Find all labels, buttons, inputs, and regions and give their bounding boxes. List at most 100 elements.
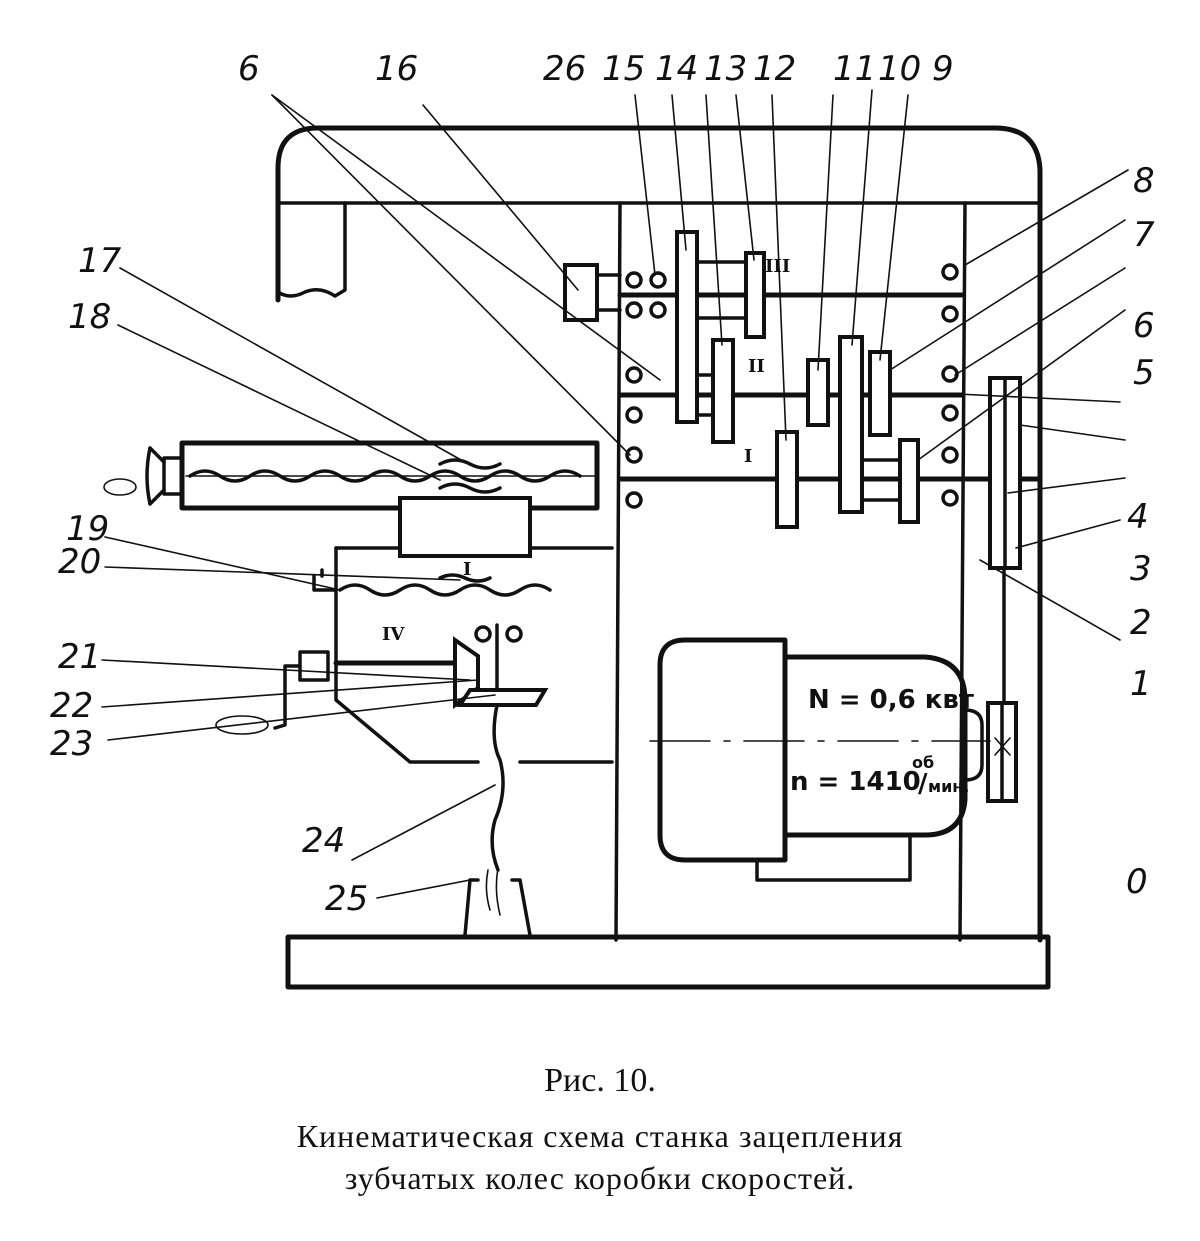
gearbox: III II I bbox=[563, 230, 1043, 529]
leader-16 bbox=[422, 104, 579, 291]
leader-8 bbox=[964, 169, 1129, 266]
leader-lines bbox=[101, 89, 1129, 899]
leader-1 bbox=[1015, 519, 1121, 549]
leader-12 bbox=[771, 94, 787, 441]
crank-handle-icon[interactable] bbox=[215, 715, 269, 735]
leader-6-right bbox=[954, 267, 1126, 376]
callout-17: 17 bbox=[78, 241, 122, 281]
gear-9 bbox=[868, 350, 892, 437]
leader-14 bbox=[705, 94, 723, 346]
callout-15: 15 bbox=[602, 49, 645, 89]
figure-caption-line1: Кинематическая схема станка зацепления bbox=[296, 1118, 904, 1154]
coupling-16 bbox=[563, 263, 599, 322]
motor-speed-unit-bottom: мин. bbox=[928, 777, 969, 796]
leader-24 bbox=[351, 784, 496, 861]
bearing-icon bbox=[625, 491, 643, 509]
gear-10 bbox=[838, 335, 864, 514]
callout-20: 20 bbox=[58, 542, 101, 582]
callout-10: 10 bbox=[878, 49, 921, 89]
callout-7: 7 bbox=[1133, 215, 1155, 255]
callout-12: 12 bbox=[753, 49, 796, 89]
callout-26: 26 bbox=[543, 49, 586, 89]
shaft-label-feed: I bbox=[463, 559, 471, 580]
callout-13: 13 bbox=[704, 49, 747, 89]
leader-5 bbox=[917, 309, 1126, 461]
column-right-wall bbox=[958, 201, 967, 942]
machine-frame bbox=[275, 125, 1051, 990]
motor-end-cap bbox=[657, 637, 788, 863]
leader-2 bbox=[1007, 477, 1126, 494]
leader-15 bbox=[671, 94, 687, 251]
leader-23 bbox=[107, 694, 496, 741]
leader-6-top bbox=[271, 94, 631, 456]
leader-22 bbox=[101, 679, 479, 708]
shaft-label-I: I bbox=[744, 446, 752, 467]
callout-3: 3 bbox=[1130, 549, 1152, 589]
leader-11 bbox=[817, 94, 834, 371]
gear-5 bbox=[898, 438, 920, 524]
leader-10 bbox=[851, 89, 873, 346]
callout-2: 2 bbox=[1130, 603, 1152, 643]
motor-speed: n = 1410 bbox=[790, 767, 921, 797]
callout-9: 9 bbox=[932, 49, 954, 89]
bearing-icon bbox=[941, 446, 959, 464]
callout-16: 16 bbox=[375, 49, 418, 89]
kinematic-diagram: III II I N = 0,6 квт n = 1410 об / мин. bbox=[50, 49, 1155, 990]
leader-6-top-b bbox=[271, 94, 661, 381]
bearing-icon bbox=[649, 271, 667, 289]
nut-thread-lines bbox=[485, 867, 501, 916]
crank-arm[interactable] bbox=[273, 664, 302, 730]
table-handle-icon[interactable] bbox=[103, 478, 137, 496]
leader-18 bbox=[117, 324, 441, 481]
column-left-wall bbox=[614, 201, 622, 942]
shaft-label-III: III bbox=[765, 256, 790, 277]
leader-26 bbox=[634, 94, 656, 276]
bearing-icon bbox=[505, 625, 523, 643]
screw-nut-25 bbox=[463, 878, 532, 937]
callout-18: 18 bbox=[68, 297, 111, 337]
leader-3 bbox=[1019, 424, 1126, 441]
shaft-label-IV: IV bbox=[382, 624, 405, 645]
bearings-left bbox=[625, 271, 667, 509]
callout-6-top: 6 bbox=[238, 49, 260, 89]
callout-6-right: 6 bbox=[1133, 306, 1155, 346]
frame-outline bbox=[275, 125, 1043, 943]
leader-25 bbox=[376, 879, 471, 899]
motor-power: N = 0,6 квт bbox=[808, 685, 974, 715]
callout-0: 0 bbox=[1126, 862, 1148, 902]
bearing-icon bbox=[625, 301, 643, 319]
overarm-arbor-support bbox=[276, 201, 347, 298]
bearing-icon bbox=[941, 263, 959, 281]
callout-1: 1 bbox=[1130, 664, 1152, 704]
knee-outline bbox=[334, 546, 614, 764]
nut-thread-17 bbox=[438, 458, 502, 470]
callout-21: 21 bbox=[58, 637, 101, 677]
callout-8: 8 bbox=[1133, 161, 1155, 201]
callout-11: 11 bbox=[833, 49, 876, 89]
gear-12 bbox=[775, 430, 799, 529]
gear-13 bbox=[744, 251, 766, 339]
crank-hub bbox=[298, 650, 330, 682]
callout-4: 4 bbox=[1127, 497, 1149, 537]
motor-shaft-boss bbox=[963, 708, 984, 782]
bearing-icon bbox=[941, 365, 959, 383]
work-table bbox=[103, 440, 600, 558]
figure-number: Рис. 10. bbox=[544, 1062, 656, 1099]
bearing-icon bbox=[625, 366, 643, 384]
cross-screw-19 bbox=[338, 583, 552, 597]
shaft-label-II: II bbox=[748, 356, 765, 377]
callout-14: 14 bbox=[655, 49, 698, 89]
callout-25: 25 bbox=[325, 879, 368, 919]
motor-speed-slash: / bbox=[918, 769, 928, 799]
pulley-key-icon bbox=[994, 737, 1011, 756]
bevel-gear-23 bbox=[456, 688, 549, 707]
bearing-icon bbox=[941, 404, 959, 422]
callout-24: 24 bbox=[302, 821, 345, 861]
callout-22: 22 bbox=[50, 686, 93, 726]
bearing-icon bbox=[625, 271, 643, 289]
electric-motor: N = 0,6 квт n = 1410 об / мин. bbox=[649, 637, 991, 882]
bearing-icon bbox=[474, 625, 492, 643]
belt-drive bbox=[986, 376, 1022, 803]
knee: I IV bbox=[215, 546, 614, 937]
leader-0 bbox=[979, 559, 1121, 641]
